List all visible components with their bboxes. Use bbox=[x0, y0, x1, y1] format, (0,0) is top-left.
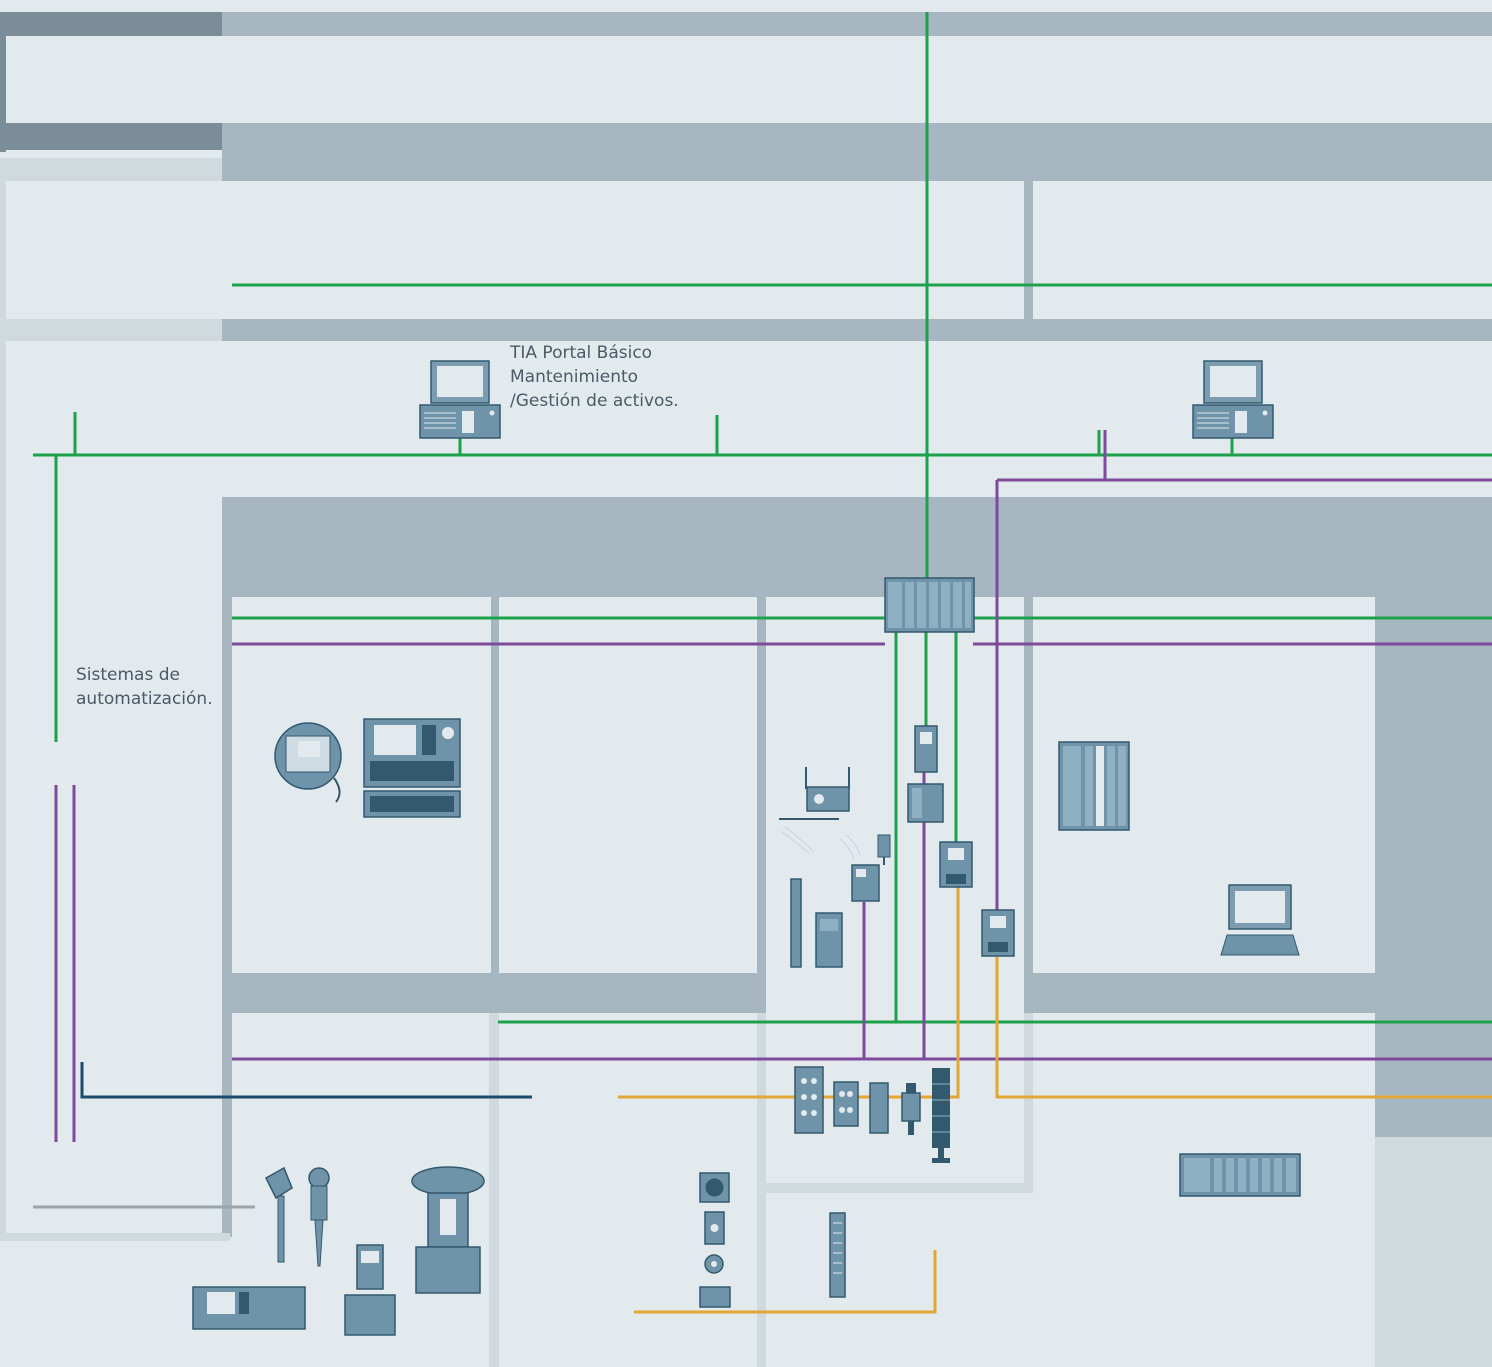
band-2 bbox=[222, 123, 1492, 181]
distributed-io-icon bbox=[829, 1212, 846, 1298]
flowmeter-icon bbox=[344, 1244, 396, 1336]
sensor-icon bbox=[699, 1172, 731, 1308]
distributed-io-icon bbox=[794, 1066, 824, 1134]
vertical-separator bbox=[1024, 181, 1033, 319]
mobile-panel-icon bbox=[274, 722, 342, 803]
pc-workstation-icon bbox=[1192, 360, 1274, 439]
top-band-dark bbox=[0, 12, 222, 36]
s7-plc-rack-icon bbox=[1179, 1153, 1301, 1197]
tia-portal-label: TIA Portal Básico Mantenimiento /Gestión… bbox=[510, 341, 679, 413]
laptop-icon bbox=[1220, 884, 1300, 956]
sensor-icon bbox=[901, 1083, 921, 1135]
distributed-io-icon bbox=[839, 834, 891, 902]
profinet-lines bbox=[33, 12, 1492, 1024]
distributed-io-icon bbox=[833, 1081, 859, 1127]
as-interface-lines bbox=[618, 887, 1492, 1314]
tia-portal-label-line3: /Gestión de activos. bbox=[510, 391, 679, 411]
pc-workstation-icon bbox=[419, 360, 501, 439]
sensor-icon bbox=[265, 1166, 293, 1263]
top-band bbox=[222, 12, 1492, 36]
tia-portal-label-line1: TIA Portal Básico bbox=[510, 343, 653, 363]
valve-actuator-icon bbox=[411, 1166, 485, 1294]
wireless-access-point-icon bbox=[779, 767, 850, 854]
drive-icon bbox=[981, 909, 1015, 957]
drive-icon bbox=[907, 783, 944, 823]
hmi-panel-icon bbox=[363, 718, 461, 818]
field-band bbox=[222, 497, 1492, 597]
analyzer-icon bbox=[192, 1286, 306, 1330]
distributed-io-icon bbox=[790, 878, 802, 968]
band-3-left bbox=[0, 319, 222, 341]
distributed-io-icon bbox=[914, 725, 938, 773]
automation-systems-label: Sistemas de automatización. bbox=[76, 663, 213, 711]
band-3 bbox=[222, 319, 1492, 341]
s7-plc-rack-icon bbox=[884, 577, 975, 633]
drive-icon bbox=[869, 1082, 889, 1134]
s7-plc-rack-icon bbox=[1058, 741, 1130, 831]
sensor-icon bbox=[308, 1167, 330, 1267]
automation-systems-label-line2: automatización. bbox=[76, 689, 213, 709]
drive-icon bbox=[939, 841, 973, 888]
profibus-lines bbox=[54, 430, 1492, 1142]
band-2-dark bbox=[0, 123, 222, 150]
tia-portal-label-line2: Mantenimiento bbox=[510, 367, 639, 387]
io-link-line bbox=[80, 1062, 532, 1099]
automation-systems-label-line1: Sistemas de bbox=[76, 665, 180, 685]
signal-tower-icon bbox=[932, 1068, 950, 1163]
distributed-io-icon bbox=[815, 912, 843, 968]
